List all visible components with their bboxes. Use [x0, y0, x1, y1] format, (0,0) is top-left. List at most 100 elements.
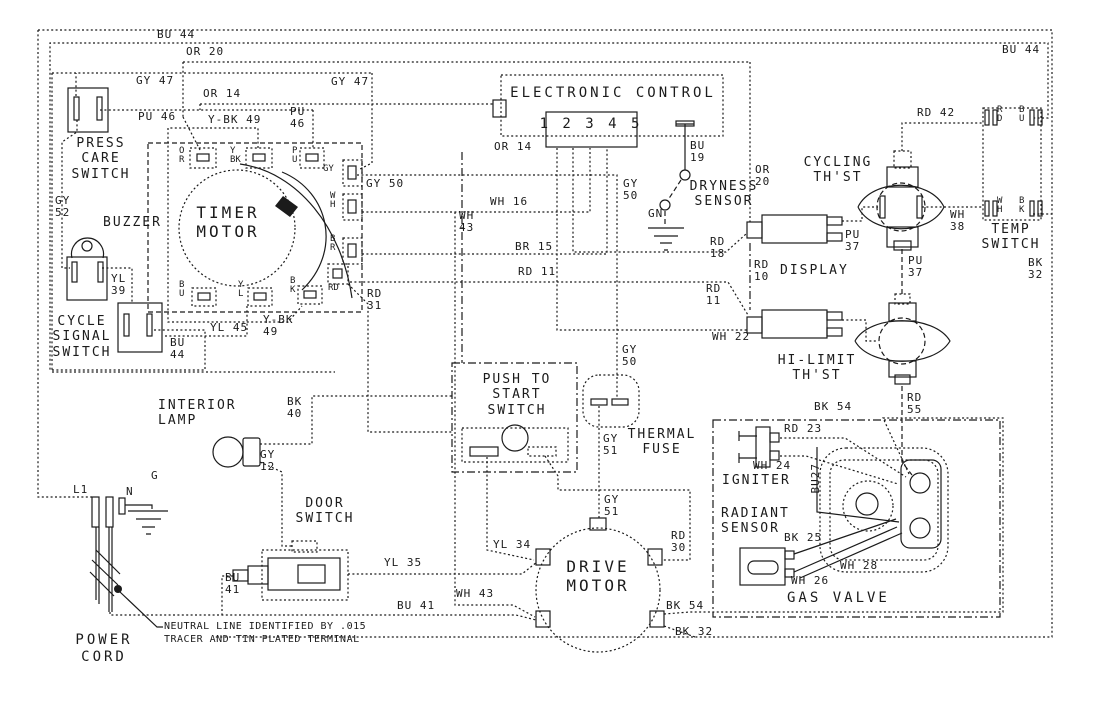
wire-wh26 — [793, 526, 898, 573]
terminal-label-8: Y L — [238, 280, 244, 300]
label-temp-switch: TEMP SWITCH — [981, 222, 1041, 253]
thermal-fuse-symbol — [582, 374, 640, 428]
wire-label-19: Y-BK 49 — [263, 313, 294, 339]
wire-label-36: GY 51 — [604, 493, 620, 519]
wire-label-9: OR 14 — [494, 140, 533, 153]
wire-label-51: BU27 — [809, 463, 822, 494]
label-power-cord: POWER CORD — [75, 632, 133, 665]
terminal-label-7: B U — [179, 280, 185, 300]
wire-yl35 — [348, 561, 538, 575]
label-radiant-sensor: RADIANT SENSOR — [721, 506, 790, 537]
terminal-label-5: B R — [330, 234, 336, 254]
wire-label-23: OR 20 — [755, 163, 771, 189]
neutral-note-arrow — [119, 591, 163, 628]
wire-label-28: PU 37 — [845, 228, 861, 254]
label-gas-valve: GAS VALVE — [787, 590, 890, 606]
timer-terminals — [189, 147, 363, 307]
wire-label-7: GY 47 — [331, 75, 370, 88]
hi-limit-thermostat-symbol — [854, 293, 951, 385]
wire-gy12 — [259, 461, 292, 547]
terminal-label-6: RD — [328, 283, 339, 293]
label-press-care-switch: PRESS CARE SWITCH — [71, 136, 131, 182]
wire-yl45 — [164, 306, 248, 337]
wire-label-42: BU 41 — [225, 571, 241, 597]
radiant-sensor-symbol — [739, 547, 795, 586]
wire-label-55: L1 — [73, 483, 89, 496]
wire-label-0: BU 44 — [157, 28, 196, 41]
drive-motor-symbol — [535, 517, 665, 653]
label-interior-lamp: INTERIOR LAMP — [158, 398, 237, 429]
wire-label-44: BU 41 — [397, 599, 436, 612]
label-cycle-signal-switch: CYCLE SIGNAL SWITCH — [52, 314, 112, 360]
wire-label-5: Y-BK 49 — [208, 113, 262, 126]
wire-label-11: WH 43 — [459, 209, 475, 235]
wire-label-54: WH 28 — [840, 559, 879, 572]
wire-label-32: BU 44 — [1002, 43, 1041, 56]
wire-label-1: OR 20 — [186, 45, 225, 58]
wire-label-48: RD 55 — [907, 391, 923, 417]
wire-label-16: YL 39 — [111, 272, 127, 298]
outer-border — [38, 29, 1053, 638]
wire-bu41-neutral — [109, 612, 537, 621]
label-push-to-start-switch: PUSH TO START SWITCH — [482, 372, 552, 418]
label-display: DISPLAY — [780, 263, 849, 278]
wire-label-43: WH 43 — [456, 587, 495, 600]
wire-wh16 — [362, 148, 591, 213]
wire-rd23 — [780, 437, 907, 478]
label-door-switch: DOOR SWITCH — [295, 496, 355, 527]
timer-symbol — [147, 142, 363, 313]
terminal-label-10: R D — [997, 105, 1003, 125]
wire-yl34 — [486, 457, 535, 561]
wire-label-15: GY 52 — [55, 194, 71, 220]
wire-wh43 — [454, 212, 536, 618]
wire-bu27 — [816, 447, 900, 523]
electronic-control-symbol — [492, 74, 724, 148]
wire-label-18: YL 45 — [210, 321, 249, 334]
label-drive-motor: DRIVE MOTOR — [566, 557, 630, 595]
wire-label-57: G — [151, 469, 159, 482]
label-buzzer: BUZZER — [103, 215, 162, 230]
wire-rd42 — [901, 122, 983, 151]
wire-label-47: BK 54 — [814, 400, 853, 413]
timer-cam-pointer — [275, 196, 298, 217]
terminal-label-3: GY — [323, 164, 334, 174]
wire-pu37-a — [842, 206, 878, 222]
wire-label-35: GY 51 — [603, 432, 619, 458]
ground-symbol-cord — [128, 510, 168, 535]
wire-label-33: BK 32 — [1028, 256, 1044, 282]
cycle-signal-switch-symbol — [117, 302, 163, 353]
wire-rd18 — [572, 148, 747, 253]
wire-bk32 — [663, 213, 1052, 638]
wire-label-26: RD 11 — [706, 282, 722, 308]
wire-gy52 — [61, 120, 78, 269]
wire-label-22: GN — [648, 207, 664, 220]
label-dryness-sensor: DRYNESS SENSOR — [689, 179, 759, 210]
terminal-label-1: Y BK — [230, 146, 241, 166]
buzzer-symbol — [66, 237, 108, 301]
wire-or20 — [182, 61, 751, 222]
wire-yl39 — [102, 267, 133, 302]
ground-symbol-dryness — [648, 227, 684, 251]
terminal-label-0: O R — [179, 146, 185, 166]
wire-or14 — [199, 103, 493, 110]
terminal-label-2: P U — [292, 146, 298, 166]
wire-label-52: BK 25 — [784, 531, 823, 544]
wire-label-27: WH 22 — [712, 330, 751, 343]
label-control-pins: 1 2 3 4 5 — [539, 116, 643, 132]
wire-label-50: WH 24 — [753, 459, 792, 472]
timer-cam-arc — [281, 171, 327, 291]
label-cycling-thst: CYCLING TH'ST — [803, 155, 873, 186]
wire-label-46: BK 32 — [675, 625, 714, 638]
wire-label-37: BK 40 — [287, 395, 303, 421]
inner-border — [51, 72, 372, 373]
wire-label-24: RD 18 — [710, 235, 726, 261]
igniter-symbol — [738, 426, 780, 468]
wire-bk54 — [663, 417, 1004, 615]
wire-label-20: BU 19 — [690, 139, 706, 165]
terminal-label-13: B K — [1019, 196, 1025, 216]
wire-label-53: WH 26 — [791, 574, 830, 587]
label-thermal-fuse: THERMAL FUSE — [627, 427, 697, 458]
wire-label-8: GY 50 — [366, 177, 405, 190]
wire-label-49: RD 23 — [784, 422, 823, 435]
